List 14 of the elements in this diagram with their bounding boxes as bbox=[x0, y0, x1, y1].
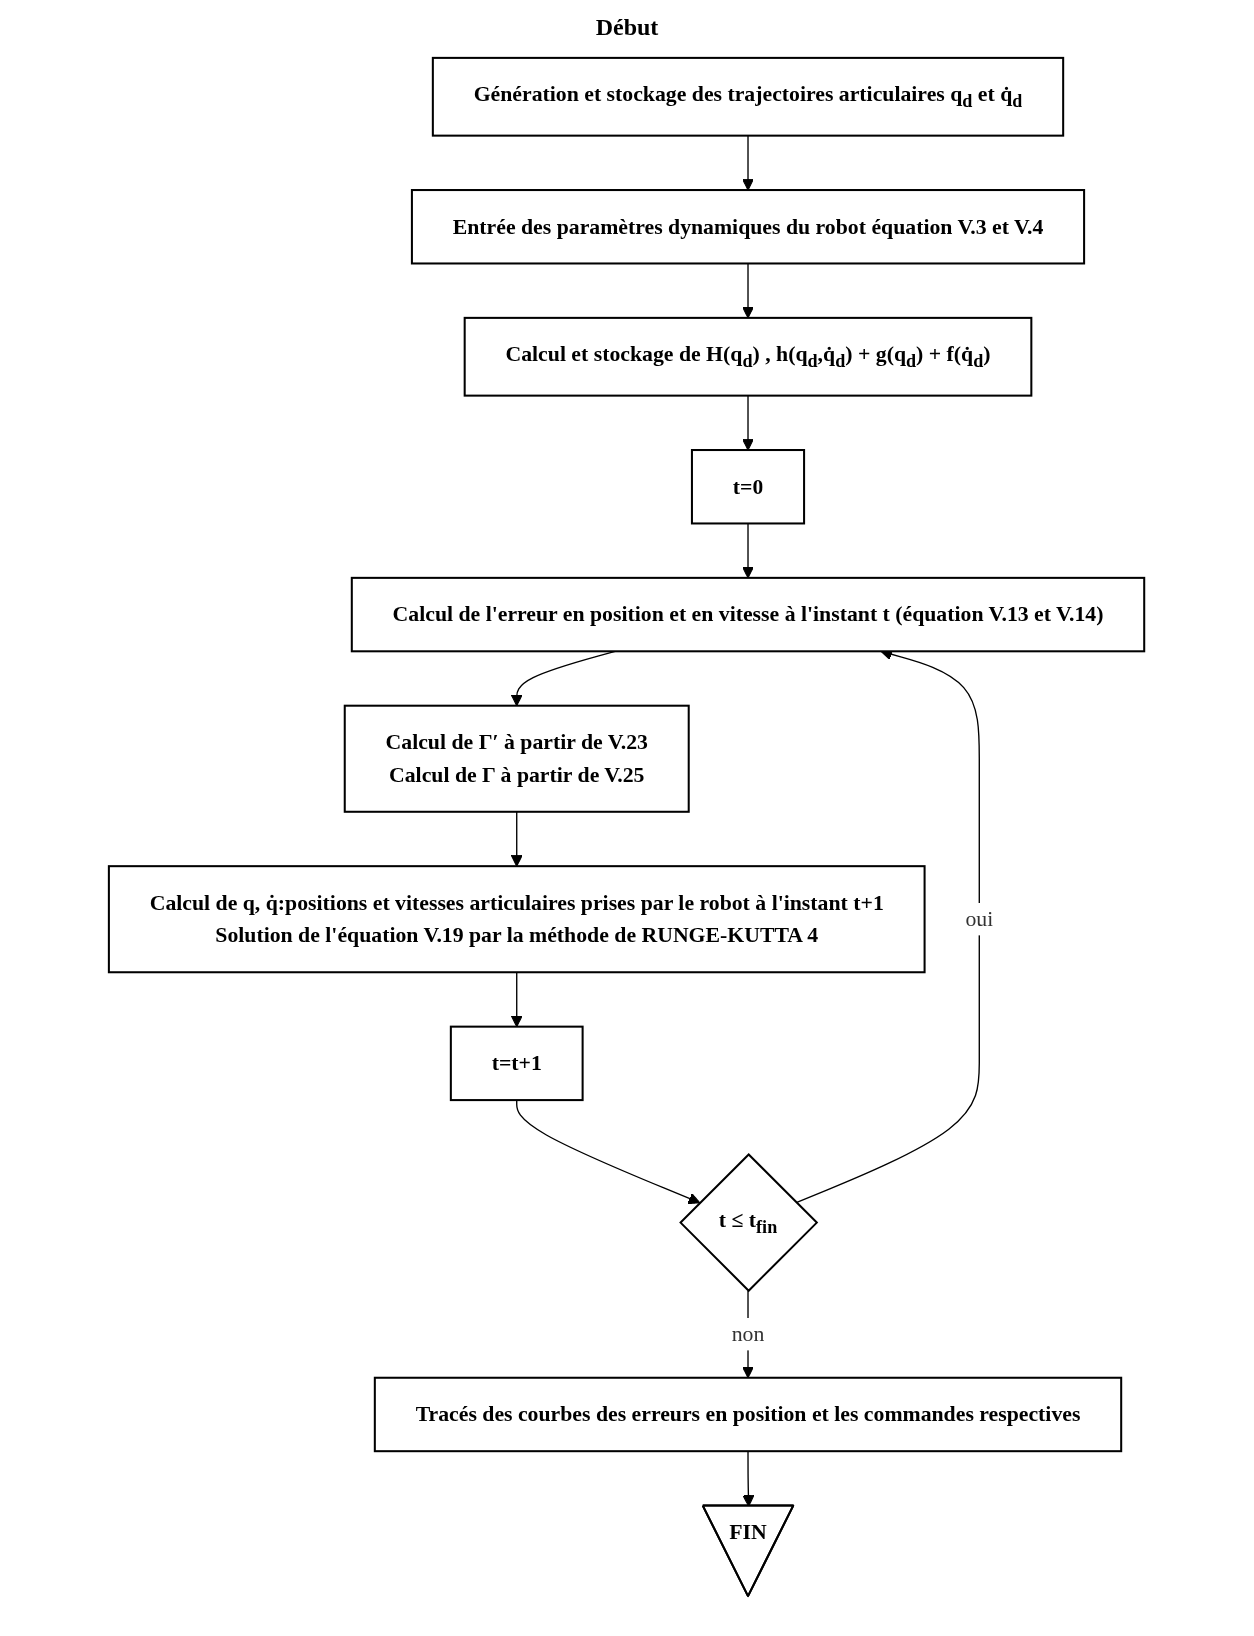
edge-label: oui bbox=[965, 906, 994, 931]
edge-label: non bbox=[732, 1321, 765, 1346]
node-box: Génération et stockage des trajectoires articulaires q$_{d}$ et q̇$_{d}$ bbox=[432, 56, 1065, 137]
node-box: Tracés des courbes des erreurs en position et les commandes respectives bbox=[374, 1376, 1123, 1453]
node-box: Calcul de q, q̇:positions et vitesses articulaires prises par le robot à l'instant t+1 Solution de l'équation V.19 par la méthode de RUNGE-KUTTA 4 bbox=[108, 865, 927, 974]
node-box: Calcul de l'erreur en position et en vitesse à l'instant t (équation V.13 et V.14) bbox=[351, 576, 1146, 653]
node-box: Calcul et stockage de H(q$_{d}$) , h(q$_{d}$,q̇$_{d}$) + g(q$_{d}$) + f(q̇$_{d}$) bbox=[464, 316, 1033, 397]
node-diamond: t ≤ t$_{fin}$ bbox=[679, 1153, 819, 1293]
node-box: t=0 bbox=[691, 449, 806, 525]
node-box: Entrée des paramètres dynamiques du robot équation V.3 et V.4 bbox=[411, 189, 1086, 265]
node-box: Calcul de Γ′ à partir de V.23 Calcul de Γ à partir de V.25 bbox=[344, 704, 691, 813]
diagram-title: Début bbox=[594, 14, 660, 41]
arrow bbox=[511, 811, 524, 867]
node-box: t=t+1 bbox=[450, 1025, 585, 1102]
